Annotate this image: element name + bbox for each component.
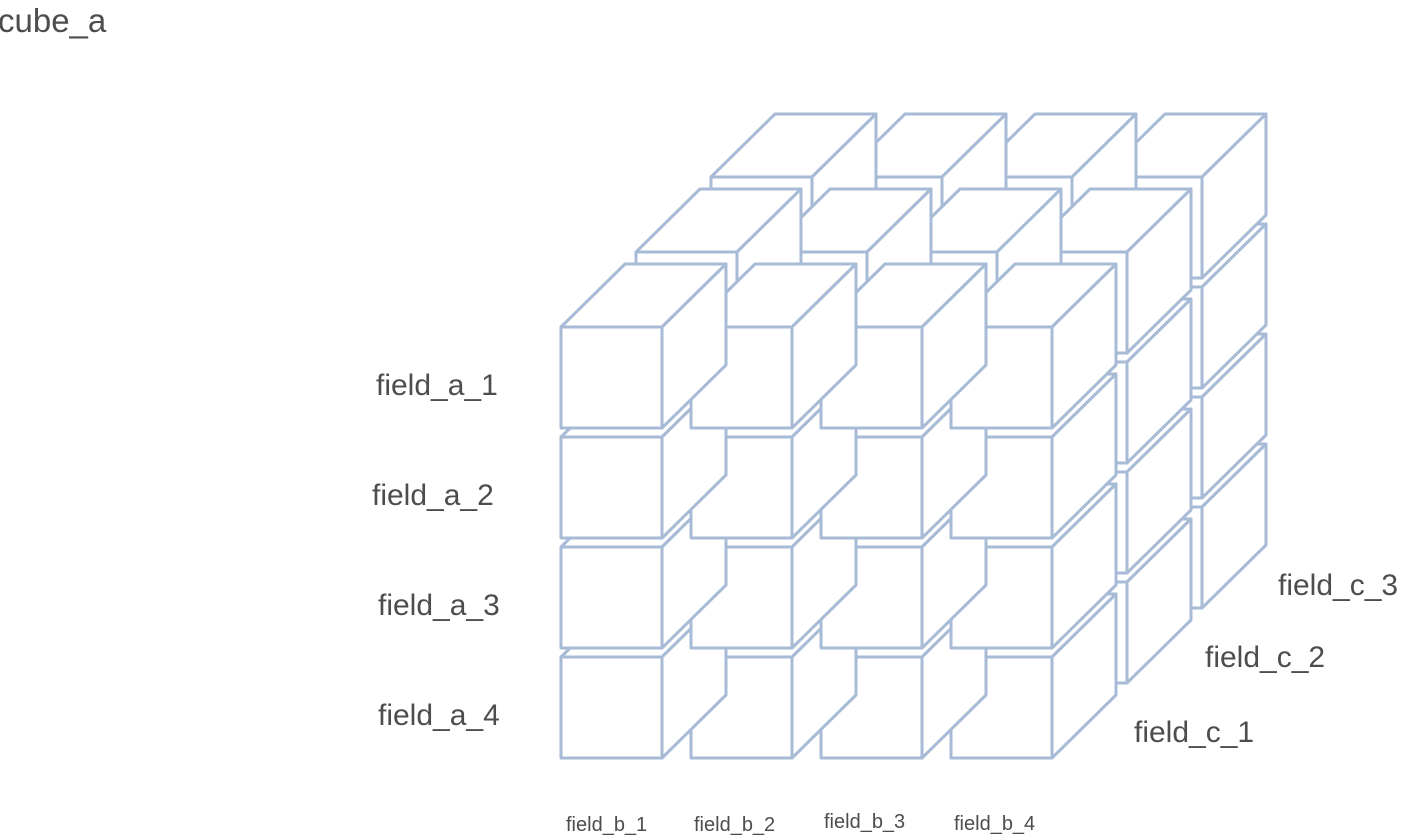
cube-title: cube_a [0, 2, 107, 39]
column-label: field_b_4 [954, 813, 1035, 835]
cube-front-face [559, 545, 664, 650]
depth-axis-labels: field_c_1 field_c_2 field_c_3 [1134, 569, 1398, 749]
column-axis-labels: field_b_1 field_b_2 field_b_3 field_b_4 [566, 811, 1035, 836]
data-cube [559, 262, 728, 430]
column-label: field_b_2 [694, 814, 775, 836]
depth-label: field_c_2 [1205, 641, 1325, 674]
cube-front-face [559, 435, 664, 540]
row-label: field_a_1 [376, 369, 498, 402]
cube-grid [559, 112, 1268, 760]
row-label: field_a_2 [372, 479, 494, 512]
cube-front-face [559, 655, 664, 760]
row-axis-labels: field_a_1 field_a_2 field_a_3 field_a_4 [372, 369, 500, 732]
row-label: field_a_3 [378, 589, 500, 622]
depth-label: field_c_3 [1278, 569, 1398, 602]
column-label: field_b_3 [824, 811, 905, 833]
column-label: field_b_1 [566, 814, 647, 836]
cube-front-face [559, 325, 664, 430]
depth-label: field_c_1 [1134, 716, 1254, 749]
row-label: field_a_4 [378, 699, 500, 732]
